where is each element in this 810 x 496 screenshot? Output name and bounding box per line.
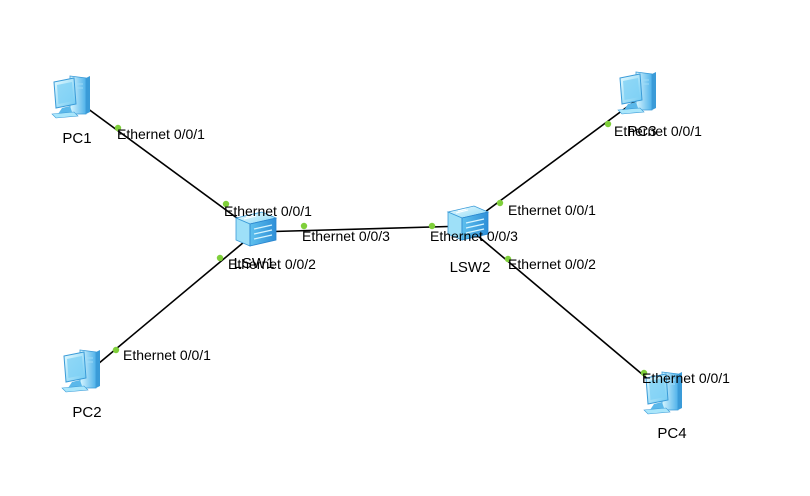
link-pc4-lsw2[interactable] (465, 225, 669, 397)
pc-icon (51, 75, 91, 119)
pc-icon (617, 71, 657, 115)
port-dot-pc2-lsw1-a (112, 346, 120, 354)
port-dot-lsw1-lsw2-a (300, 222, 308, 230)
port-label-pc1-lsw1-b: Ethernet 0/0/1 (224, 203, 312, 219)
port-label-pc1-lsw1-a: Ethernet 0/0/1 (117, 126, 205, 142)
port-label-lsw1-lsw2-a: Ethernet 0/0/3 (302, 228, 390, 244)
port-dot-pc1-lsw1-b (222, 200, 230, 208)
port-dot-pc4-lsw2-a (640, 369, 648, 377)
device-label-pc2: PC2 (72, 404, 101, 421)
port-label-pc3-lsw2-a: Ethernet 0/0/1 (614, 123, 702, 139)
port-label-pc4-lsw2-b: Ethernet 0/0/2 (508, 256, 596, 272)
device-pc2[interactable] (61, 349, 101, 393)
port-dot-pc1-lsw1-a (114, 124, 122, 132)
port-label-pc2-lsw1-a: Ethernet 0/0/1 (123, 347, 211, 363)
port-label-pc3-lsw2-b: Ethernet 0/0/1 (508, 202, 596, 218)
port-dot-lsw1-lsw2-b (428, 222, 436, 230)
port-dot-pc4-lsw2-b (504, 255, 512, 263)
pc-icon (61, 349, 101, 393)
device-pc3[interactable] (617, 71, 657, 115)
port-label-pc2-lsw1-b: Ethernet 0/0/2 (228, 256, 316, 272)
device-label-lsw1: LSW1 (234, 255, 275, 272)
link-pc3-lsw2[interactable] (465, 95, 643, 227)
port-dot-pc3-lsw2-a (604, 120, 612, 128)
port-label-lsw1-lsw2-b: Ethernet 0/0/3 (430, 228, 518, 244)
device-label-pc4: PC4 (657, 425, 686, 442)
port-label-pc4-lsw2-a: Ethernet 0/0/1 (642, 370, 730, 386)
port-dot-pc2-lsw1-b (216, 254, 224, 262)
device-label-lsw2: LSW2 (450, 259, 491, 276)
port-dot-pc3-lsw2-b (496, 199, 504, 207)
device-pc1[interactable] (51, 75, 91, 119)
device-label-pc1: PC1 (62, 130, 91, 147)
port-dots-layer (112, 120, 648, 377)
device-label-pc3: PC3 (627, 123, 656, 140)
link-pc1-lsw1[interactable] (75, 99, 257, 233)
